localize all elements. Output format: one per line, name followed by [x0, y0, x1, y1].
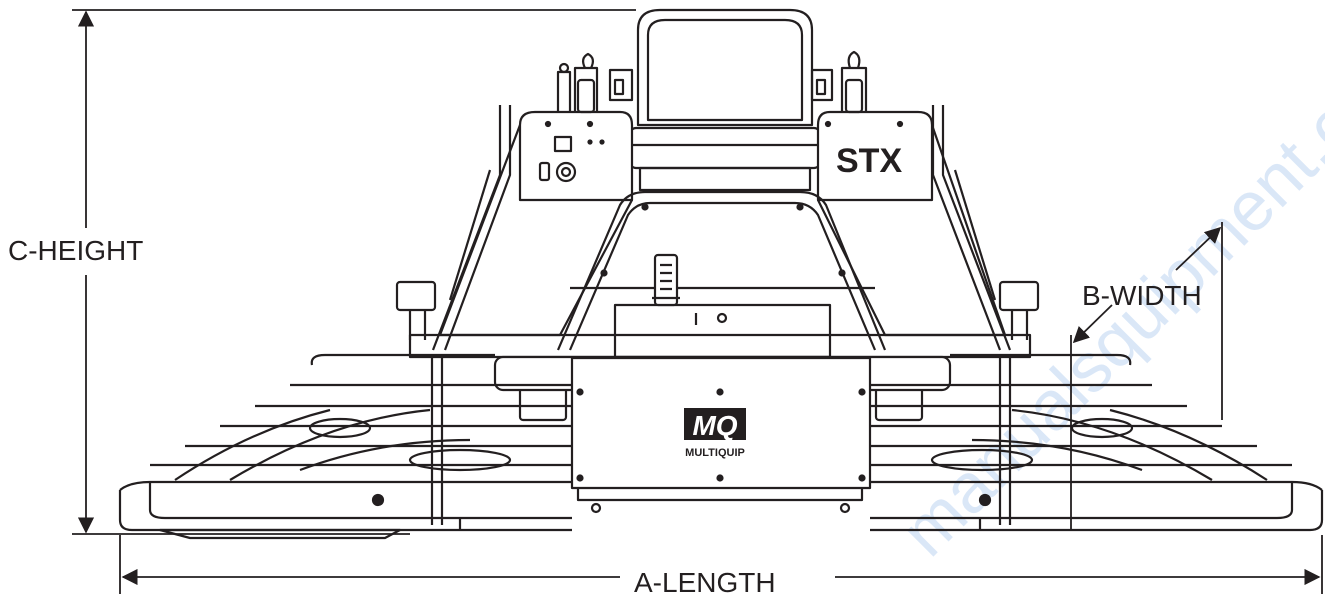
side-guard-rails [431, 105, 1012, 351]
height-dimension [72, 9, 636, 535]
deck-platform [408, 333, 1032, 490]
ride-on-trowel: STX [118, 8, 1324, 540]
base-skid [158, 488, 982, 540]
width-dimension [1070, 222, 1223, 530]
brand-mark: MQ [692, 410, 737, 441]
right-control-tower: STX [810, 50, 1007, 337]
multiquip-logo: MQ MULTIQUIP [684, 408, 746, 459]
left-control-tower [438, 52, 634, 337]
width-label: B-WIDTH [1082, 280, 1202, 311]
center-frame [556, 190, 887, 351]
model-label: STX [836, 142, 902, 180]
engine-cover [613, 253, 832, 359]
height-label: C-HEIGHT [8, 235, 143, 266]
length-dimension [119, 535, 1323, 594]
left-guard-ring [118, 353, 572, 532]
right-guard-ring [870, 353, 1324, 532]
operator-seat [628, 8, 822, 192]
work-lights [395, 280, 1040, 422]
brand-name: MULTIQUIP [685, 447, 745, 459]
length-label: A-LENGTH [634, 567, 776, 596]
